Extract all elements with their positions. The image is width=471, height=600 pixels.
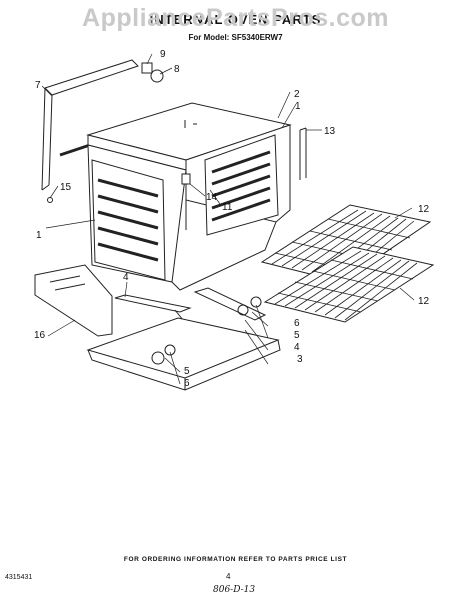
callout-2: 2 — [294, 89, 300, 100]
part-vent-16 — [34, 264, 113, 337]
callout-12-upper: 12 — [418, 204, 430, 215]
leader-lines — [41, 53, 415, 385]
ordering-note: FOR ORDERING INFORMATION REFER TO PARTS … — [123, 556, 348, 563]
watermark: AppliancePartsPros.com — [82, 4, 389, 32]
callout-5-upper: 5 — [294, 330, 300, 341]
page-number: 4 — [226, 572, 231, 581]
callout-1-left: 1 — [36, 230, 42, 241]
document-number: 4315431 — [5, 574, 33, 581]
diagram-title: INTERNAL OVEN PARTS — [149, 12, 322, 27]
callout-15: 15 — [60, 182, 72, 193]
part-back-panel — [41, 59, 139, 191]
part-oven-rack-lower — [263, 246, 435, 323]
callout-9: 9 — [160, 49, 166, 60]
callout-1-right: 1 — [295, 101, 301, 112]
part-bulb-lower — [151, 344, 176, 365]
callout-4-right: 4 — [294, 342, 300, 353]
callout-4-left: 4 — [123, 272, 129, 283]
callout-6-upper: 6 — [294, 318, 300, 329]
callout-7: 7 — [35, 80, 41, 91]
callout-12-lower: 12 — [418, 296, 430, 307]
part-light-assembly — [141, 62, 164, 83]
model-label: For Model: SF5340ERW7 — [188, 33, 283, 42]
part-bulb-upper — [237, 296, 262, 316]
callout-16: 16 — [34, 330, 46, 341]
callout-3: 3 — [297, 354, 303, 365]
callout-14: 14 — [206, 192, 218, 203]
part-bracket-14 — [181, 173, 191, 192]
callout-5-lower: 5 — [184, 366, 190, 377]
part-screw-15 — [47, 197, 53, 203]
callout-8: 8 — [174, 64, 180, 75]
callout-13: 13 — [324, 126, 336, 137]
part-side-trim-13 — [299, 127, 307, 180]
part-oven-bottom-3 — [86, 317, 281, 391]
callout-11: 11 — [222, 202, 233, 213]
part-right-rack-supports — [204, 134, 279, 236]
callout-6-lower: 6 — [184, 378, 190, 389]
handwritten-note: 806-D-13 — [213, 585, 256, 595]
part-left-rack-supports — [91, 159, 166, 281]
